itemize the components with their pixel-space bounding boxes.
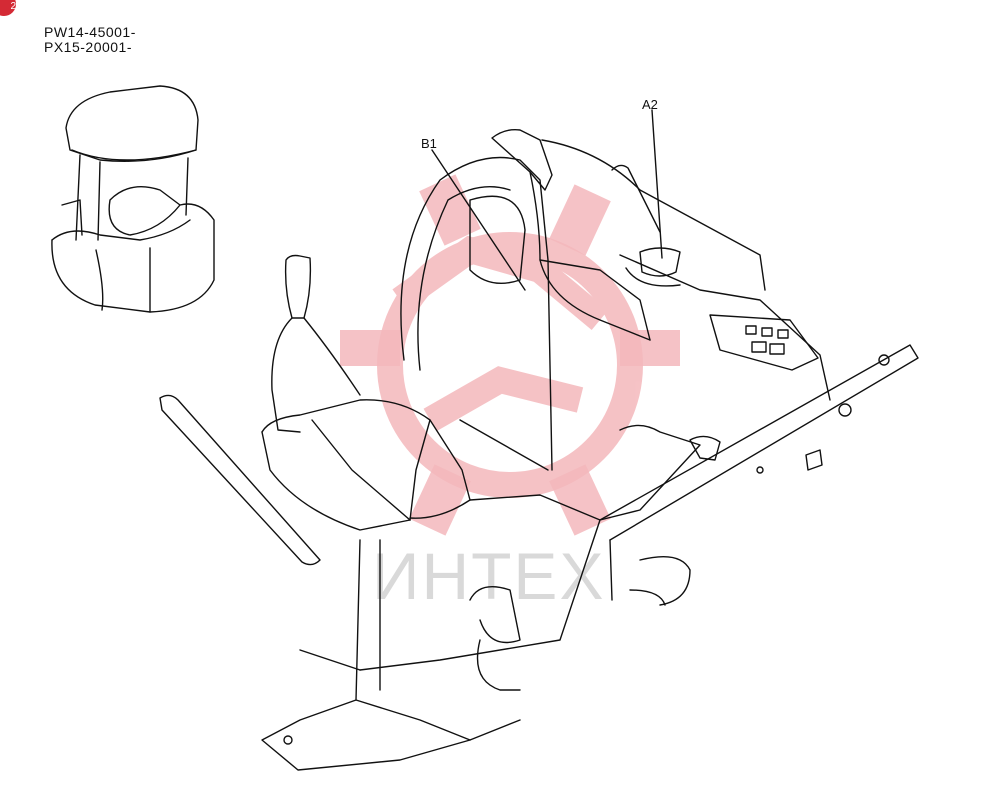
page-marker-badge: 2 <box>0 0 16 16</box>
callout-label-a2: A2 <box>642 97 658 112</box>
serial-range-1: PW14-45001- <box>44 24 136 40</box>
cab-overview-inset <box>51 85 215 313</box>
watermark-text: ИНТЕХ <box>372 539 606 613</box>
leader-line-b1 <box>431 149 526 291</box>
callout-label-b1: B1 <box>421 136 437 151</box>
seat-frame-assembly <box>159 128 919 771</box>
serial-range-2: PX15-20001- <box>44 39 133 55</box>
leader-line-a2 <box>651 109 663 259</box>
